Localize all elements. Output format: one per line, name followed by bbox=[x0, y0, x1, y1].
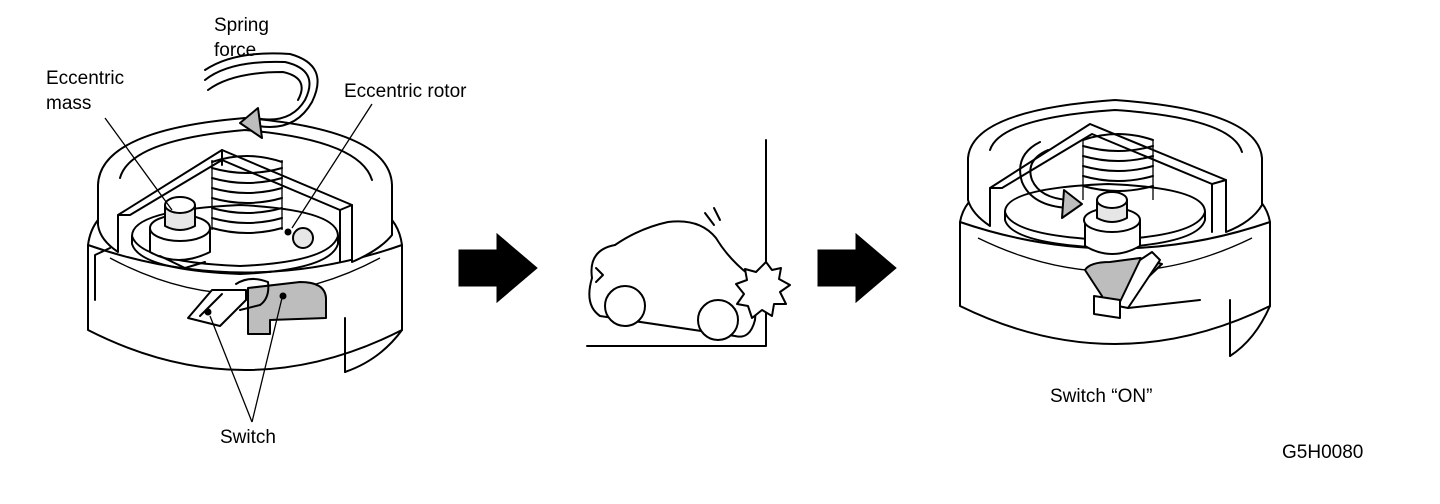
label-eccentric-mass-line1: Eccentric bbox=[46, 68, 124, 89]
spring-on bbox=[1082, 133, 1154, 200]
figure-code: G5H0080 bbox=[1282, 442, 1363, 463]
car-rear-wheel bbox=[697, 299, 739, 341]
spring bbox=[211, 155, 283, 234]
transition-arrow-1 bbox=[458, 232, 538, 304]
label-switch-on: Switch “ON” bbox=[1050, 386, 1152, 407]
impact-burst bbox=[735, 261, 791, 319]
label-spring-force-line2: force bbox=[214, 40, 256, 61]
label-eccentric-rotor: Eccentric rotor bbox=[344, 81, 467, 102]
eccentric-mass bbox=[149, 196, 211, 269]
wall-and-ground bbox=[586, 139, 767, 347]
transition-arrow-2 bbox=[817, 232, 897, 304]
labels: Spring force Eccentric mass Eccentric ro… bbox=[46, 15, 1363, 463]
sensor-cover-on bbox=[967, 99, 1263, 233]
label-switch: Switch bbox=[220, 427, 276, 448]
label-eccentric-mass-line2: mass bbox=[46, 93, 91, 114]
spring-force-arrow-on bbox=[1019, 141, 1083, 219]
sensor-switch-on bbox=[959, 99, 1271, 357]
switch bbox=[187, 278, 327, 335]
car-front-wheel bbox=[604, 285, 646, 327]
rotor-pin bbox=[292, 227, 314, 249]
shake-marks bbox=[704, 207, 721, 226]
sensor-at-rest bbox=[87, 52, 403, 423]
leader-lines bbox=[104, 103, 373, 423]
eccentric-mass-on bbox=[1083, 191, 1141, 255]
spring-force-arrow bbox=[204, 52, 319, 139]
car-collision-scene bbox=[586, 139, 791, 347]
label-spring-force-line1: Spring bbox=[214, 15, 269, 36]
switch-on bbox=[1084, 251, 1201, 319]
